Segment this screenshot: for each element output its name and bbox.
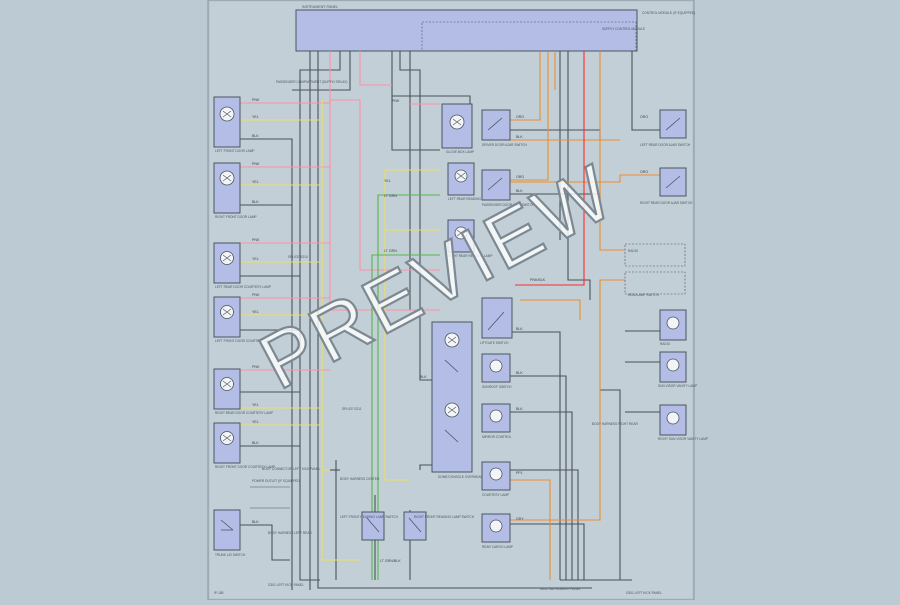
label-glove-box: GLOVE BOX LAMP xyxy=(446,150,474,154)
svg-text:BLK: BLK xyxy=(516,327,523,331)
instrument-panel-module xyxy=(295,9,638,52)
svg-text:BLK: BLK xyxy=(516,407,523,411)
label-power-outlet: POWER OUTLET (IF EQUIPPED) xyxy=(252,479,301,483)
svg-text:YEL: YEL xyxy=(252,420,259,424)
label-right-lamp-3: RIGHT SUN VISOR VANITY LAMP xyxy=(658,437,708,441)
label-rr-reading: RIGHT REAR READING LAMP xyxy=(448,254,493,258)
svg-text:BLK: BLK xyxy=(252,200,259,204)
label-pass-door-sw: PASSENGER DOOR AJAR SWITCH xyxy=(482,203,535,207)
green-wires xyxy=(371,194,440,580)
label-sunroof: SUNROOF SWITCH xyxy=(482,385,512,389)
svg-text:GRY: GRY xyxy=(516,517,524,521)
svg-text:YEL: YEL xyxy=(252,115,259,119)
page-ref: IP-185 xyxy=(214,591,224,595)
note-center: BODY HARNESS CENTER xyxy=(340,477,380,481)
switch-liftgate xyxy=(481,297,513,339)
label-headlamp-sw: HEADLAMP SWITCH xyxy=(628,293,660,297)
top-right-note: CONTROL MODULE (IF EQUIPPED) xyxy=(642,11,695,15)
svg-text:YEL: YEL xyxy=(384,179,391,183)
label-right-lamp-1: RADIO xyxy=(660,342,671,346)
label-rear-cargo: REAR CARGO LAMP xyxy=(482,545,513,549)
label-dome-console: DOME/CONSOLE OVERHEAD LAMP xyxy=(438,475,492,479)
label-right-lamp-2: SUN VISOR VANITY LAMP xyxy=(658,384,697,388)
supply-control-box xyxy=(421,21,637,52)
label-rf-reading-sw: RIGHT FRONT READING LAMP SWITCH xyxy=(414,515,475,519)
label-rr-courtesy: RIGHT REAR DOOR COURTESY LAMP xyxy=(215,411,273,415)
svg-text:BLK: BLK xyxy=(252,134,259,138)
note-right-rear: BODY HARNESS RIGHT REAR xyxy=(592,422,638,426)
svg-text:YEL: YEL xyxy=(252,257,259,261)
svg-text:ORG: ORG xyxy=(516,175,524,179)
svg-text:YEL: YEL xyxy=(252,310,259,314)
svg-text:LT GRN/BLK: LT GRN/BLK xyxy=(380,559,401,563)
svg-text:PNK: PNK xyxy=(252,98,260,102)
svg-text:BLK: BLK xyxy=(420,375,427,379)
svg-text:ORG: ORG xyxy=(640,170,648,174)
power-outlet-box xyxy=(624,271,686,295)
switch-driver-door xyxy=(481,109,511,141)
svg-text:LT GRN: LT GRN xyxy=(384,194,397,198)
svg-text:BLK: BLK xyxy=(516,189,523,193)
svg-text:PPL: PPL xyxy=(516,471,523,475)
label-lf-courtesy: LEFT FRONT DOOR COURTESY LAMP xyxy=(215,339,273,343)
label-trunk-sw: TRUNK LID SWITCH xyxy=(215,553,246,557)
supply-control-label: SUPPLY CONTROL MODULE xyxy=(602,27,645,31)
svg-text:YEL: YEL xyxy=(252,180,259,184)
label-mirror: MIRROR CONTROL xyxy=(482,435,512,439)
label-lr-courtesy: LEFT REAR DOOR COURTESY LAMP xyxy=(215,285,271,289)
svg-text:BLK: BLK xyxy=(516,135,523,139)
pink-wires xyxy=(240,51,440,371)
label-rf-courtesy: RIGHT FRONT DOOR COURTESY LAMP xyxy=(215,465,275,469)
svg-text:PNK: PNK xyxy=(252,365,260,369)
orange-wires xyxy=(510,51,660,580)
switch-pass-door xyxy=(481,169,511,201)
label-liftgate-sw: LIFTGATE SWITCH xyxy=(480,341,509,345)
label-ground-1b: G301 LEFT KICK PANEL xyxy=(626,591,662,595)
svg-text:BLK: BLK xyxy=(252,520,259,524)
label-lr-door-sw: LEFT REAR DOOR AJAR SWITCH xyxy=(640,143,691,147)
svg-text:LT GRN: LT GRN xyxy=(384,249,397,253)
note-splice-1: SPLICE S210 xyxy=(288,255,308,259)
note-left-kick: BODY CONNECTOR LEFT KICK PANEL xyxy=(262,467,321,471)
diagram-sheet xyxy=(207,0,695,601)
lamp-rf-front xyxy=(213,162,241,214)
svg-text:ORG: ORG xyxy=(640,115,648,119)
lamp-lf-front xyxy=(213,96,241,148)
center-components: GLOVE BOX LAMP LEFT REAR READING LAMP RI… xyxy=(288,99,493,563)
label-courtesy-lamp: COURTESY LAMP xyxy=(482,493,509,497)
label-rf-front: RIGHT FRONT DOOR LAMP xyxy=(215,215,257,219)
radio-box xyxy=(624,243,686,267)
red-wires xyxy=(515,51,585,286)
svg-text:PNK/BLK: PNK/BLK xyxy=(530,278,546,282)
svg-text:PNK: PNK xyxy=(252,293,260,297)
label-lf-reading-sw: LEFT FRONT READING LAMP SWITCH xyxy=(340,515,399,519)
yellow-wires xyxy=(240,100,440,561)
label-ground-1: G301 LEFT KICK PANEL xyxy=(268,583,304,587)
left-lamp-column: LEFT FRONT DOOR LAMP RIGHT FRONT DOOR LA… xyxy=(213,96,304,587)
svg-text:PNK: PNK xyxy=(252,162,260,166)
label-rr-door-sw: RIGHT REAR DOOR AJAR SWITCH xyxy=(640,201,693,205)
label-lf-front: LEFT FRONT DOOR LAMP xyxy=(215,149,255,153)
svg-text:ORG: ORG xyxy=(516,115,524,119)
wire-color-tags-left: PNK YEL BLK PNK YEL BLK PNK YEL PNK YEL … xyxy=(252,80,348,535)
note-left-rear: BODY HARNESS LEFT REAR xyxy=(268,531,312,535)
svg-text:BLK: BLK xyxy=(252,441,259,445)
label-radio: RADIO xyxy=(628,249,639,253)
svg-text:PNK: PNK xyxy=(252,238,260,242)
note-splice-2: SPLICE S211 xyxy=(342,407,362,411)
label-ground-2: G202 INSTRUMENT PANEL xyxy=(540,587,581,591)
top-module-label: INSTRUMENT PANEL xyxy=(302,5,338,9)
label-driver-door-sw: DRIVER DOOR AJAR SWITCH xyxy=(482,143,528,147)
right-column-switches: DRIVER DOOR AJAR SWITCH PASSENGER DOOR A… xyxy=(480,109,708,595)
svg-text:PNK: PNK xyxy=(392,99,400,103)
label-lr-reading: LEFT REAR READING LAMP xyxy=(448,197,490,201)
note-passenger: PASSENGER COMPARTMENT (SUPPLY RELAY) xyxy=(276,80,348,84)
svg-text:YEL: YEL xyxy=(252,403,259,407)
svg-text:BLK: BLK xyxy=(516,371,523,375)
